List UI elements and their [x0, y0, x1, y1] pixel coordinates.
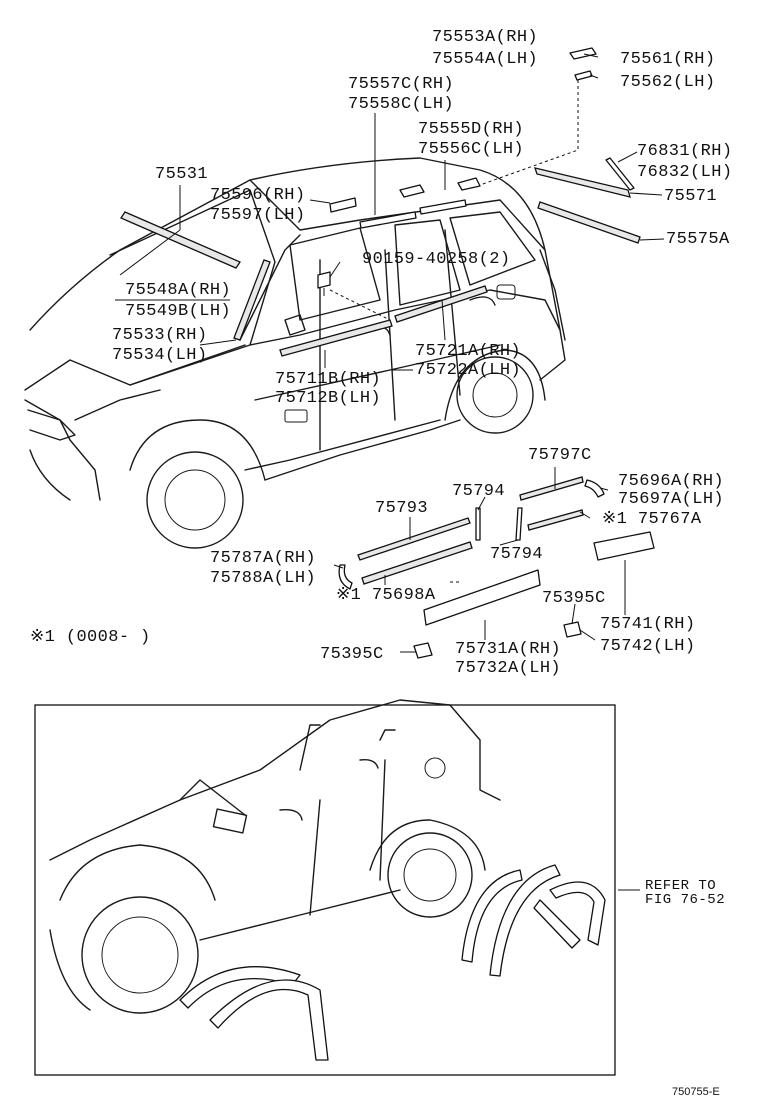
upper-parts [120, 47, 641, 357]
label-75742: 75742(LH) [600, 637, 695, 656]
label-75533: 75533(RH) [112, 326, 207, 345]
label-75562: 75562(LH) [620, 73, 715, 92]
label-75558C: 75558C(LH) [348, 95, 454, 114]
label-75794-top: 75794 [452, 482, 505, 501]
leader-lines [115, 53, 665, 653]
label-75794-bottom: 75794 [490, 545, 543, 564]
label-75554A: 75554A(LH) [432, 50, 538, 69]
label-75787A: 75787A(RH) [210, 549, 316, 568]
label-75731A: 75731A(RH) [455, 640, 561, 659]
label-75555D: 75555D(RH) [418, 120, 524, 139]
label-75767A: ※1 75767A [602, 510, 702, 529]
label-76831: 76831(RH) [637, 142, 732, 161]
label-75732A: 75732A(LH) [455, 659, 561, 678]
label-75711B: 75711B(RH) [275, 370, 381, 389]
label-75561: 75561(RH) [620, 50, 715, 69]
label-75698A: ※1 75698A [336, 586, 436, 605]
label-75797C: 75797C [528, 446, 592, 465]
label-75534: 75534(LH) [112, 346, 207, 365]
label-75596: 75596(RH) [210, 186, 305, 205]
label-75697A: 75697A(LH) [618, 490, 724, 509]
label-75556C: 75556C(LH) [418, 140, 524, 159]
footnote-range: ※1 (0008- ) [30, 628, 151, 647]
fender-flare-detail: REFER TO FIG 76-52 [34, 699, 725, 1076]
upper-car-drawing [24, 157, 566, 549]
refer-line-1: REFER TO [645, 878, 716, 894]
label-75548A: 75548A(RH) [125, 281, 231, 300]
lower-parts [338, 476, 655, 659]
label-75395C-left: 75395C [320, 645, 384, 664]
label-75557C: 75557C(RH) [348, 75, 454, 94]
label-76832: 76832(LH) [637, 163, 732, 182]
label-75549B: 75549B(LH) [125, 302, 231, 321]
label-75571: 75571 [664, 187, 717, 206]
label-75712B: 75712B(LH) [275, 389, 381, 408]
label-75788A: 75788A(LH) [210, 569, 316, 588]
refer-line-2: FIG 76-52 [645, 892, 725, 908]
label-75553A: 75553A(RH) [432, 28, 538, 47]
label-75722A: 75722A(LH) [415, 361, 521, 380]
label-75395C-right: 75395C [542, 589, 606, 608]
figure-code: 750755-E [672, 1086, 720, 1098]
part-labels: 75553A(RH) 75554A(LH) 75561(RH) 75562(LH… [30, 28, 732, 678]
label-75575A: 75575A [666, 230, 730, 249]
label-75793: 75793 [375, 499, 428, 518]
label-75531: 75531 [155, 165, 208, 184]
label-75721A: 75721A(RH) [415, 342, 521, 361]
label-90159-40258: 90159-40258(2) [362, 250, 510, 269]
label-75696A: 75696A(RH) [618, 472, 724, 491]
label-75741: 75741(RH) [600, 615, 695, 634]
label-75597: 75597(LH) [210, 206, 305, 225]
